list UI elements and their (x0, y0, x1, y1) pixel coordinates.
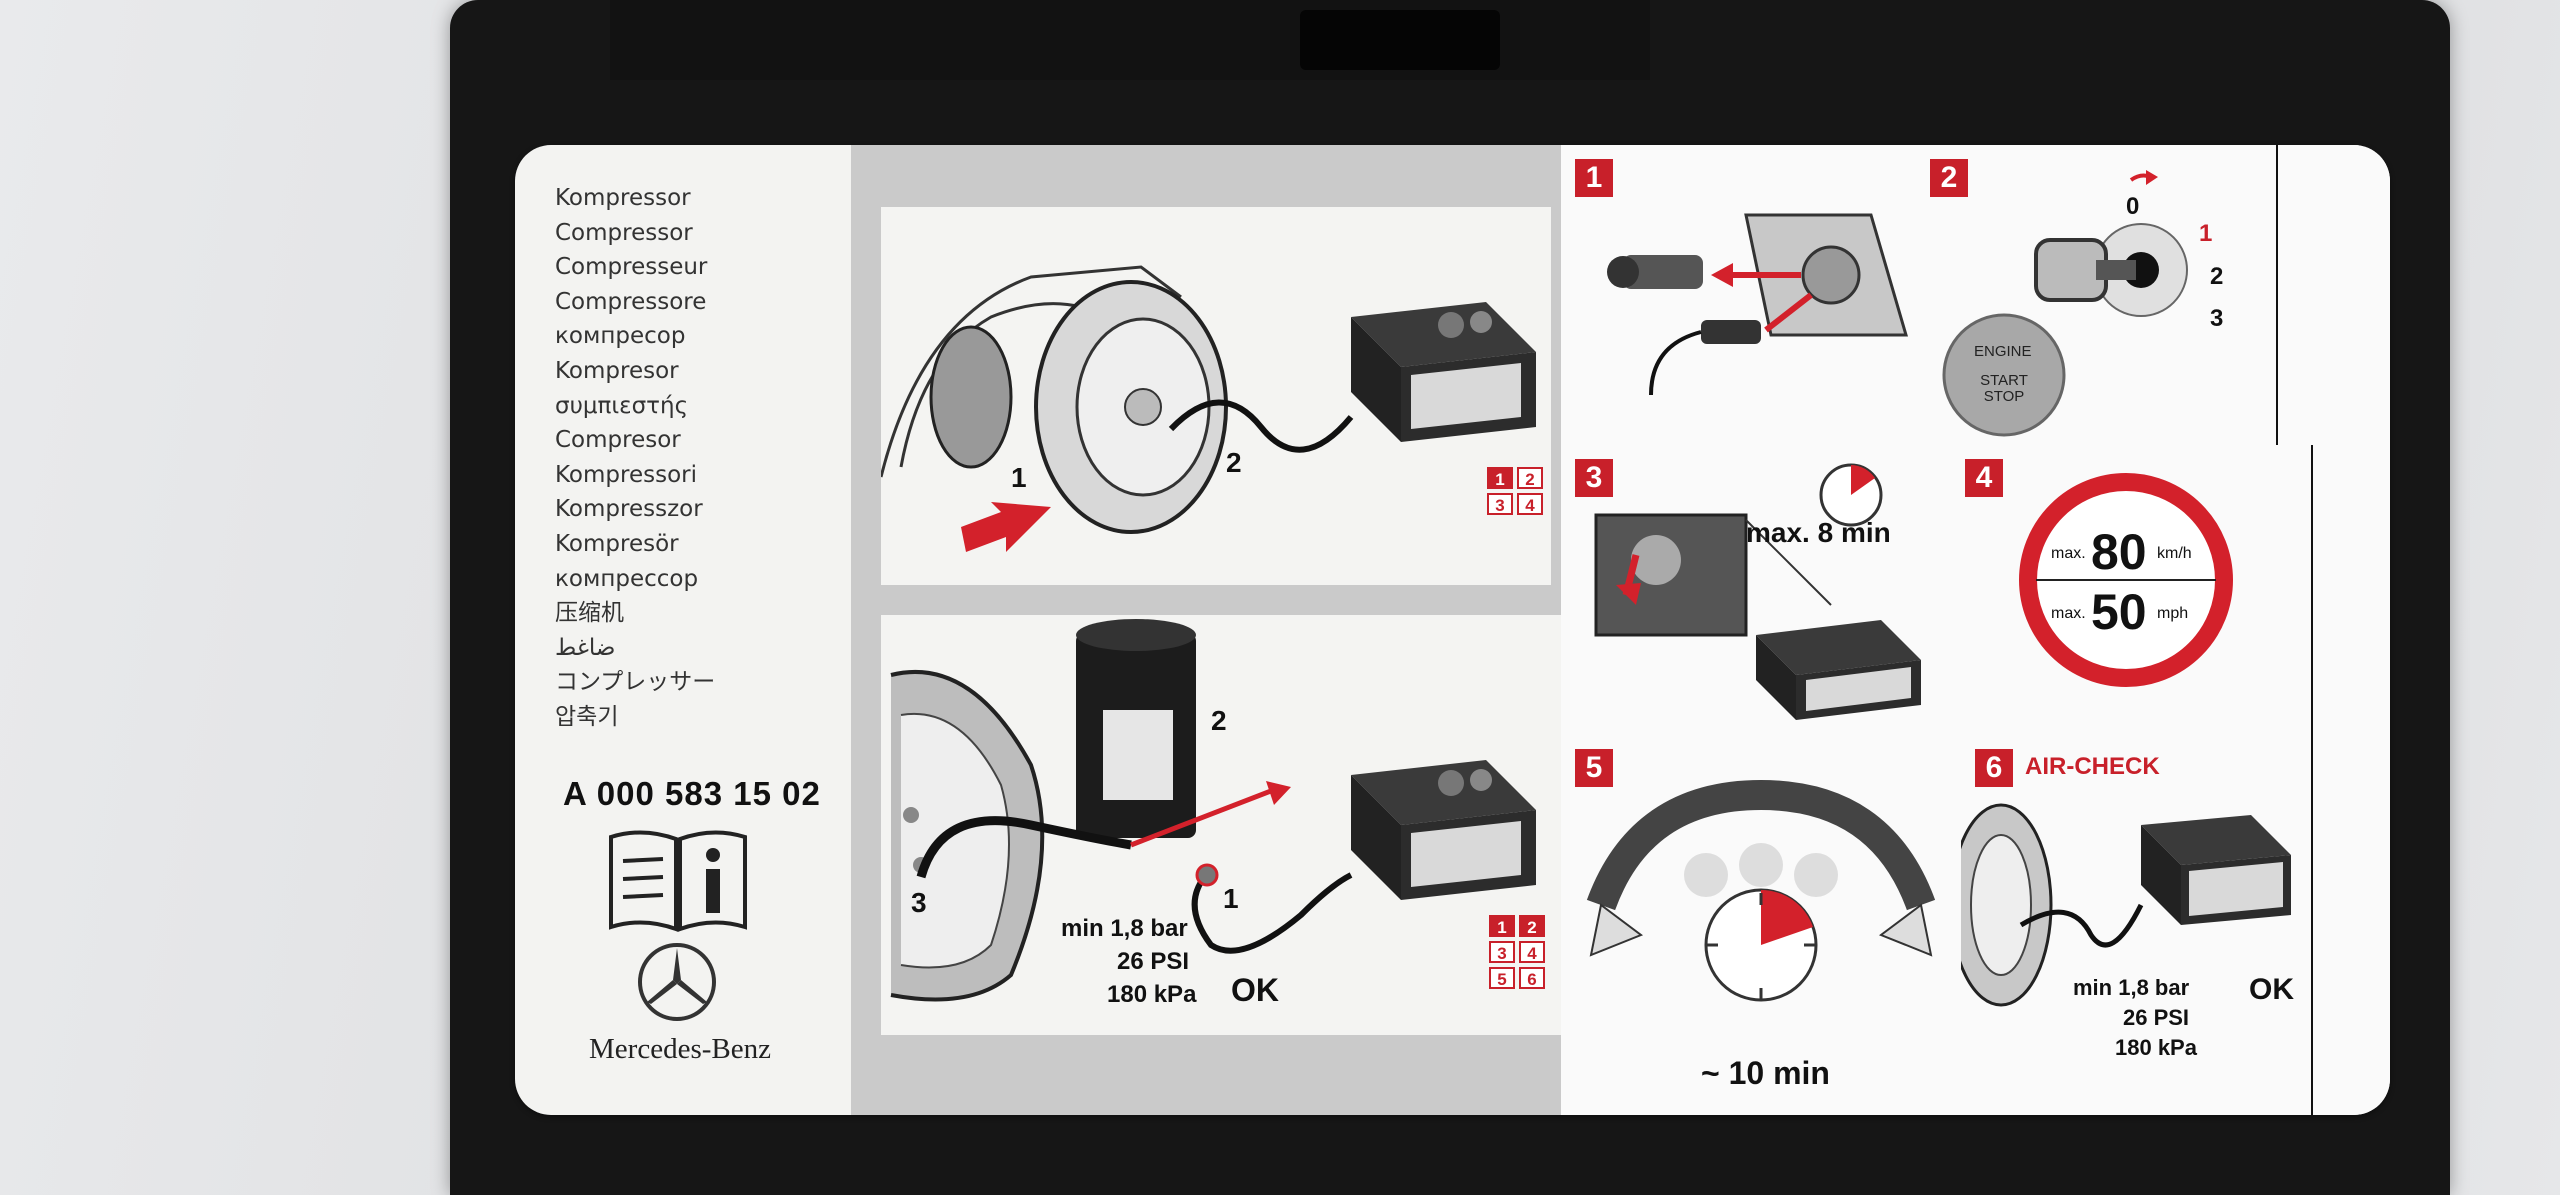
speed-mph-value: 50 (2091, 584, 2147, 640)
name-zh: 压缩机 (555, 600, 624, 627)
pressure-kpa: 180 kPa (1107, 981, 1197, 1008)
ok-label: OK (1231, 972, 1279, 1008)
procedure-panel: 1 2 1 2 3 4 (851, 145, 1581, 1115)
step-5-number: 5 (1575, 749, 1613, 787)
step-6-air-check: 6 AIR-CHECK min 1,8 bar 26 PSI 180 kPa O… (1961, 735, 2313, 1115)
step-mini-b1: 1 (1489, 915, 1515, 937)
step-5-time: ~ 10 min (1701, 1055, 1830, 1091)
name-it: Compressore (555, 288, 707, 315)
callout-2-bottle: 2 (1211, 705, 1227, 736)
step-mini-b4: 4 (1519, 941, 1545, 963)
start-stop-button-bottom: START STOP (1980, 372, 2028, 405)
step-3-number: 3 (1575, 459, 1613, 497)
scene-connect-valve: 1 2 1 2 3 4 (881, 207, 1551, 585)
speed-kmh-prefix: max. (2051, 545, 2086, 562)
name-pl: Kompresor (555, 357, 679, 384)
step-mini-b2: 2 (1519, 915, 1545, 937)
name-ru: компрессор (555, 565, 699, 592)
case-handle (610, 0, 1650, 80)
name-fr: Compresseur (555, 254, 708, 281)
step-mini-2: 2 (1517, 467, 1543, 489)
step-2-ignition: 2 0 1 2 3 ENGINE START STOP (1916, 145, 2278, 447)
step-4-number: 4 (1965, 459, 2003, 497)
ignition-pos-3: 3 (2210, 305, 2224, 332)
step-indicator-bottom: 1 2 3 4 5 6 (1489, 915, 1545, 989)
name-ja: コンプレッサー (555, 669, 716, 696)
air-check-illustration (1961, 803, 2291, 1007)
plug-socket-illustration (1607, 213, 1908, 396)
step-6-number: 6 (1975, 749, 2013, 787)
part-number: A 000 583 15 02 (563, 775, 821, 812)
step-mini-b3: 3 (1489, 941, 1515, 963)
speed-kmh-unit: km/h (2157, 545, 2192, 562)
name-ko: 압축기 (555, 703, 619, 730)
name-tr: Kompresör (555, 530, 679, 557)
manual-book-icon (609, 830, 747, 932)
name-hu: Kompresszor (555, 496, 703, 523)
step-3-time: max. 8 min (1746, 517, 1891, 548)
name-el: συμπιεστής (555, 392, 689, 419)
step-indicator-top: 1 2 3 4 (1487, 467, 1543, 515)
air-check-ok: OK (2249, 973, 2294, 1006)
speed-mph-unit: mph (2157, 605, 2189, 622)
pressure-bar: min 1,8 bar (1061, 915, 1188, 942)
air-check-bar: min 1,8 bar (2073, 975, 2190, 1000)
mercedes-star-icon (638, 943, 716, 1021)
step-1-number: 1 (1575, 159, 1613, 197)
scene-sealant-bottle: 2 1 3 min 1,8 bar 26 PSI 180 kPa OK 1 2 … (881, 615, 1561, 1035)
ignition-key-illustration (1942, 170, 2188, 437)
step-4-speed-limit: 4 max. 80 km/h max. 50 mph (1951, 445, 2313, 737)
wheel-compressor-illustration (881, 265, 1536, 552)
speed-kmh-value: 80 (2091, 524, 2147, 580)
air-check-title: AIR-CHECK (2025, 753, 2160, 780)
name-es: Compresor (555, 427, 681, 454)
compressor-unit-graphic (1351, 302, 1536, 442)
steering-wheel-illustration (1586, 779, 1936, 1002)
name-en: Compressor (555, 219, 693, 246)
step-mini-b5: 5 (1489, 967, 1515, 989)
step-2-number: 2 (1930, 159, 1968, 197)
pressure-psi: 26 PSI (1117, 948, 1190, 975)
speed-mph-prefix: max. (2051, 605, 2086, 622)
step-mini-b6: 6 (1519, 967, 1545, 989)
step-mini-4: 4 (1517, 493, 1543, 515)
step-mini-3: 3 (1487, 493, 1513, 515)
speed-limit-sign-icon (2019, 473, 2233, 687)
callout-1-valve: 1 (1223, 883, 1239, 914)
step-5-drive: 5 ~ 10 min (1561, 735, 1963, 1115)
compressor-names-list: Kompressor Compressor Compresseur Compre… (555, 181, 845, 735)
start-stop-button-top: ENGINE (1974, 343, 2032, 360)
case-slot (1300, 10, 1500, 70)
step-mini-1: 1 (1487, 467, 1513, 489)
air-check-kpa: 180 kPa (2115, 1035, 2197, 1060)
compressor-switch-illustration (1594, 463, 1921, 720)
air-check-psi: 26 PSI (2123, 1005, 2190, 1030)
compressor-unit-graphic-2 (1351, 760, 1536, 900)
step-1-plug-in: 1 (1561, 145, 1918, 447)
steps-grid: 1 2 0 (1561, 145, 2390, 1115)
ignition-pos-1: 1 (2199, 220, 2213, 247)
ignition-pos-0: 0 (2126, 193, 2140, 220)
sealant-bottle-illustration (890, 619, 1536, 1002)
callout-3-hose: 3 (911, 887, 927, 918)
instruction-label: Kompressor Compressor Compresseur Compre… (515, 145, 2390, 1115)
brand-name: Mercedes-Benz (589, 1033, 771, 1065)
name-ar: ضاغط (555, 634, 616, 661)
step-3-run-compressor: 3 max. 8 min (1561, 445, 1953, 737)
label-left-column: Kompressor Compressor Compresseur Compre… (515, 145, 851, 1115)
callout-2: 2 (1226, 447, 1242, 478)
name-de: Kompressor (555, 185, 691, 211)
callout-1: 1 (1011, 462, 1027, 493)
name-bg: компресор (555, 323, 686, 350)
ignition-pos-2: 2 (2210, 263, 2224, 290)
name-fi: Kompressori (555, 461, 697, 488)
